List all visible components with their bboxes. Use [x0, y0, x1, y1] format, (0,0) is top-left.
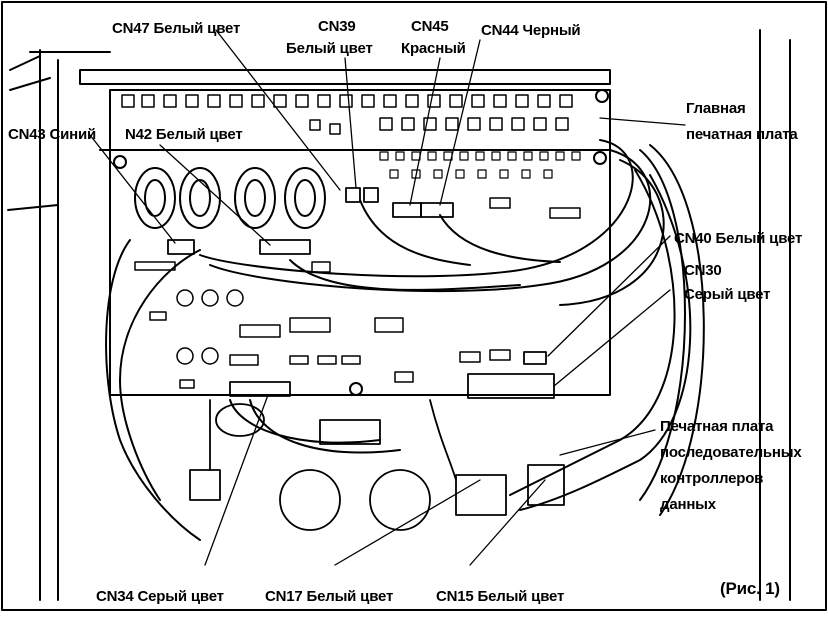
label-cn40: CN40 Белый цвет: [674, 230, 803, 247]
label-cn34: CN34 Серый цвет: [96, 588, 224, 605]
mount-screw: [595, 89, 609, 103]
label-cn47: CN47 Белый цвет: [112, 20, 241, 37]
cable-harness: [105, 139, 705, 541]
cn39-connector: [363, 187, 379, 203]
label-serial-board-line3: контроллеров: [660, 470, 764, 487]
cn17-connector: [455, 474, 507, 516]
label-serial-board-line1: Печатная плата: [660, 418, 774, 435]
label-n42: N42 Белый цвет: [125, 126, 243, 143]
label-cn45-line1: CN45: [411, 18, 449, 35]
cn42-connector: [259, 239, 311, 255]
cn44-connector: [420, 202, 454, 218]
mount-screw: [593, 151, 607, 165]
housing-frame: [7, 29, 791, 601]
small-components-row: [379, 151, 581, 179]
label-cn43: CN43 Синий: [8, 126, 97, 143]
label-cn45-line2: Красный: [401, 40, 466, 57]
figure-caption: (Рис. 1): [720, 579, 780, 598]
relay-row-second: [309, 117, 569, 135]
label-cn30-line1: CN30: [684, 262, 722, 279]
label-cn30-line2: Серый цвет: [684, 286, 771, 303]
cn47-connector: [345, 187, 361, 203]
cn34-connector: [229, 381, 291, 397]
cn43-connector: [167, 239, 195, 255]
label-cn17: CN17 Белый цвет: [265, 588, 394, 605]
board-components: [134, 197, 581, 389]
mount-screw: [349, 382, 363, 396]
connectors: [167, 187, 565, 516]
label-cn15: CN15 Белый цвет: [436, 588, 565, 605]
ferrite-cores: [134, 167, 326, 229]
top-bracket: [79, 69, 611, 85]
cn45-connector: [392, 202, 422, 218]
lower-components: [189, 399, 457, 531]
label-cn44: CN44 Черный: [481, 22, 581, 39]
leader-lines: [89, 29, 686, 566]
label-cn39-line1: CN39: [318, 18, 356, 35]
cn40-connector: [523, 351, 547, 365]
label-serial-board-line2: последовательных: [660, 444, 802, 461]
label-serial-board-line4: данных: [660, 496, 716, 513]
label-main-board-line1: Главная: [686, 100, 746, 117]
label-cn39-line2: Белый цвет: [286, 40, 373, 57]
mount-screw: [113, 155, 127, 169]
label-main-board-line2: печатная плата: [686, 126, 798, 143]
relay-row-top: [121, 94, 573, 108]
